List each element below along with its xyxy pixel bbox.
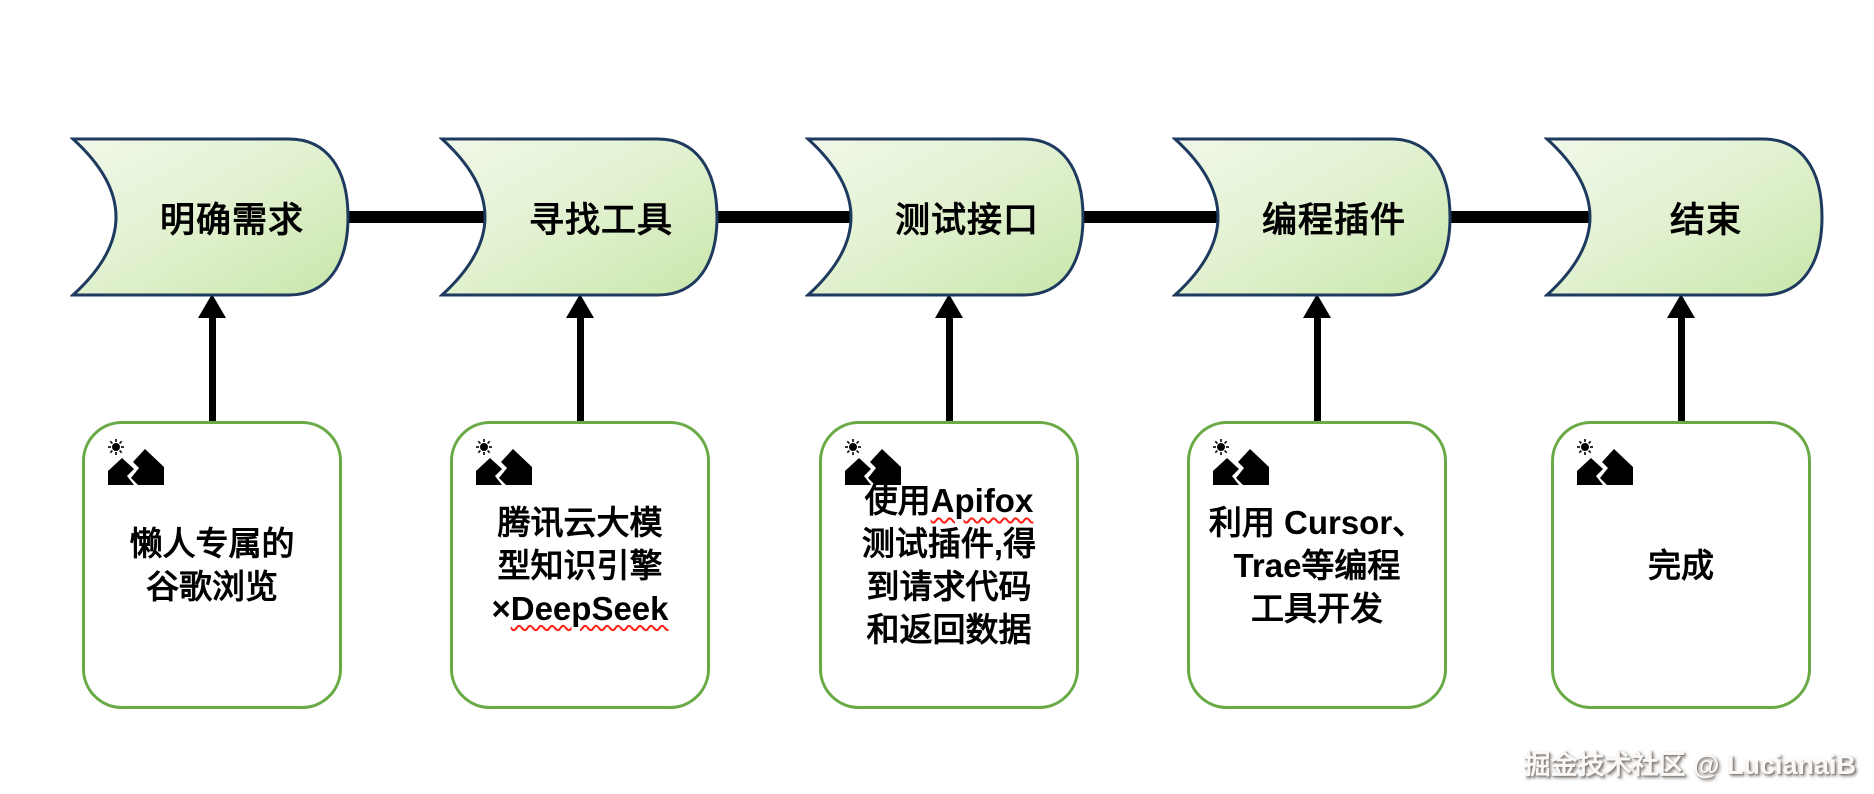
text-segment: 使用 <box>864 482 931 519</box>
stage-node-2: 寻找工具 <box>439 136 721 298</box>
arrow-shaft <box>209 314 216 421</box>
stage-node-5: 结束 <box>1544 136 1826 298</box>
text-segment-underlined: DeepSeek <box>510 589 669 627</box>
card-text-line: 到请求代码 <box>867 565 1032 608</box>
text-segment: 腾讯云大模 <box>497 503 663 541</box>
stored-data-shape <box>1172 137 1452 297</box>
image-placeholder-icon <box>476 439 532 485</box>
card-text-line: 使用Apifox <box>865 479 1034 522</box>
stage-label: 编程插件 <box>1261 200 1406 240</box>
card-text: 利用 Cursor、 Trae等编程 工具开发 <box>1190 424 1444 706</box>
stage-label: 明确需求 <box>159 200 304 240</box>
info-card-3: 使用Apifox 测试插件,得 到请求代码 和返回数据 <box>819 421 1079 709</box>
card-text-line: 测试插件,得 <box>862 522 1036 565</box>
text-segment: 谷歌浏览 <box>146 568 278 605</box>
text-segment: Trae等编程 <box>1233 546 1401 584</box>
arrow-shaft <box>1314 314 1321 421</box>
card-text-line: ×DeepSeek <box>491 587 668 630</box>
stored-data-shape <box>439 137 719 297</box>
text-segment-underlined: Apifox <box>930 482 1034 519</box>
info-card-2: 腾讯云大模 型知识引擎 ×DeepSeek <box>450 421 710 709</box>
card-text-line: 完成 <box>1648 544 1714 587</box>
stage-node-1: 明确需求 <box>70 136 352 298</box>
image-placeholder-icon <box>1577 439 1633 485</box>
card-text-line: 腾讯云大模 <box>498 501 663 544</box>
arrow-shaft <box>1678 314 1685 421</box>
info-card-5: 完成 <box>1551 421 1811 709</box>
card-text: 懒人专属的 谷歌浏览 <box>85 424 339 706</box>
image-placeholder-icon <box>108 439 164 485</box>
image-placeholder-icon <box>1213 439 1269 485</box>
arrow-shaft <box>946 314 953 421</box>
text-segment: × <box>491 589 511 627</box>
card-text-line: 工具开发 <box>1251 587 1383 630</box>
stored-data-shape <box>70 137 350 297</box>
card-text-line: 利用 Cursor、 <box>1209 501 1425 544</box>
arrow-shaft <box>577 314 584 421</box>
card-text-line: 和返回数据 <box>867 608 1032 651</box>
stage-node-3: 测试接口 <box>805 136 1087 298</box>
info-card-4: 利用 Cursor、 Trae等编程 工具开发 <box>1187 421 1447 709</box>
card-text: 使用Apifox 测试插件,得 到请求代码 和返回数据 <box>822 424 1076 706</box>
stage-label: 寻找工具 <box>528 200 673 240</box>
stored-data-shape <box>1544 137 1824 297</box>
text-segment: 懒人专属的 <box>129 525 295 562</box>
stored-data-shape <box>805 137 1085 297</box>
text-segment: 型知识引擎 <box>497 546 663 584</box>
stage-label: 结束 <box>1669 200 1742 240</box>
card-text: 腾讯云大模 型知识引擎 ×DeepSeek <box>453 424 707 706</box>
text-segment: 和返回数据 <box>866 611 1032 648</box>
card-text-line: Trae等编程 <box>1234 544 1401 587</box>
text-segment: 到请求代码 <box>866 568 1032 605</box>
text-segment: 利用 Cursor、 <box>1208 503 1426 541</box>
stage-node-4: 编程插件 <box>1172 136 1454 298</box>
info-card-1: 懒人专属的 谷歌浏览 <box>82 421 342 709</box>
card-text: 完成 <box>1554 424 1808 706</box>
card-text-line: 懒人专属的 <box>130 522 295 565</box>
image-placeholder-icon <box>845 439 901 485</box>
watermark: 掘金技术社区 @ LucianaiB <box>1523 750 1856 780</box>
text-segment: 完成 <box>1648 546 1714 584</box>
stage-label: 测试接口 <box>894 200 1039 240</box>
text-segment: 工具开发 <box>1251 589 1383 627</box>
card-text-line: 谷歌浏览 <box>146 565 278 608</box>
text-segment: 测试插件,得 <box>861 525 1037 562</box>
card-text-line: 型知识引擎 <box>498 544 663 587</box>
